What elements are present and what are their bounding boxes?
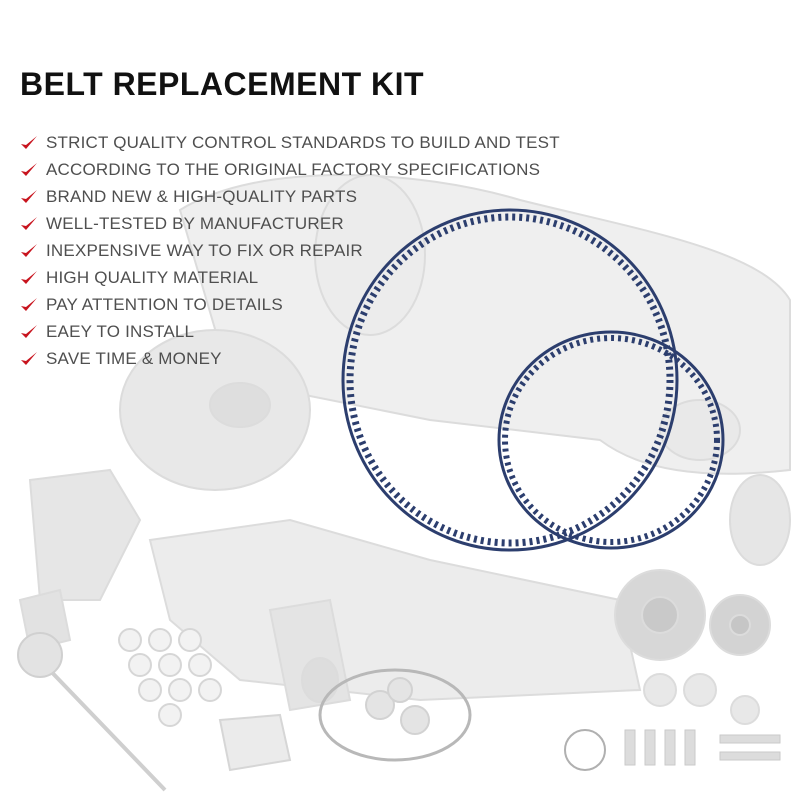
list-item: ACCORDING TO THE ORIGINAL FACTORY SPECIF… [20,156,560,183]
feature-text: WELL-TESTED BY MANUFACTURER [46,213,344,233]
feature-text: EAEY TO INSTALL [46,321,195,341]
list-item: SAVE TIME & MONEY [20,345,560,372]
checkmark-icon [21,216,37,230]
checkmark-icon [21,270,37,284]
feature-text: INEXPENSIVE WAY TO FIX OR REPAIR [46,240,363,260]
list-item: WELL-TESTED BY MANUFACTURER [20,210,560,237]
feature-text: HIGH QUALITY MATERIAL [46,267,259,287]
feature-text: ACCORDING TO THE ORIGINAL FACTORY SPECIF… [46,159,541,179]
checkmark-icon [21,162,37,176]
list-item: PAY ATTENTION TO DETAILS [20,291,560,318]
page-title: BELT REPLACEMENT KIT [20,66,425,102]
large-belt [341,208,679,552]
feature-text: SAVE TIME & MONEY [46,348,222,368]
feature-list: STRICT QUALITY CONTROL STANDARDS TO BUIL… [20,129,560,372]
feature-text: STRICT QUALITY CONTROL STANDARDS TO BUIL… [46,132,560,152]
list-item: EAEY TO INSTALL [20,318,560,345]
checkmark-icon [21,135,37,149]
checkmark-icon [21,189,37,203]
list-item: BRAND NEW & HIGH-QUALITY PARTS [20,183,560,210]
checkmark-icon [21,351,37,365]
checkmark-icon [21,297,37,311]
checkmark-icon [21,324,37,338]
list-item: STRICT QUALITY CONTROL STANDARDS TO BUIL… [20,129,560,156]
checkmark-icon [21,243,37,257]
list-item: HIGH QUALITY MATERIAL [20,264,560,291]
feature-text: BRAND NEW & HIGH-QUALITY PARTS [46,186,358,206]
small-belt [497,330,725,550]
list-item: INEXPENSIVE WAY TO FIX OR REPAIR [20,237,560,264]
feature-text: PAY ATTENTION TO DETAILS [46,294,283,314]
